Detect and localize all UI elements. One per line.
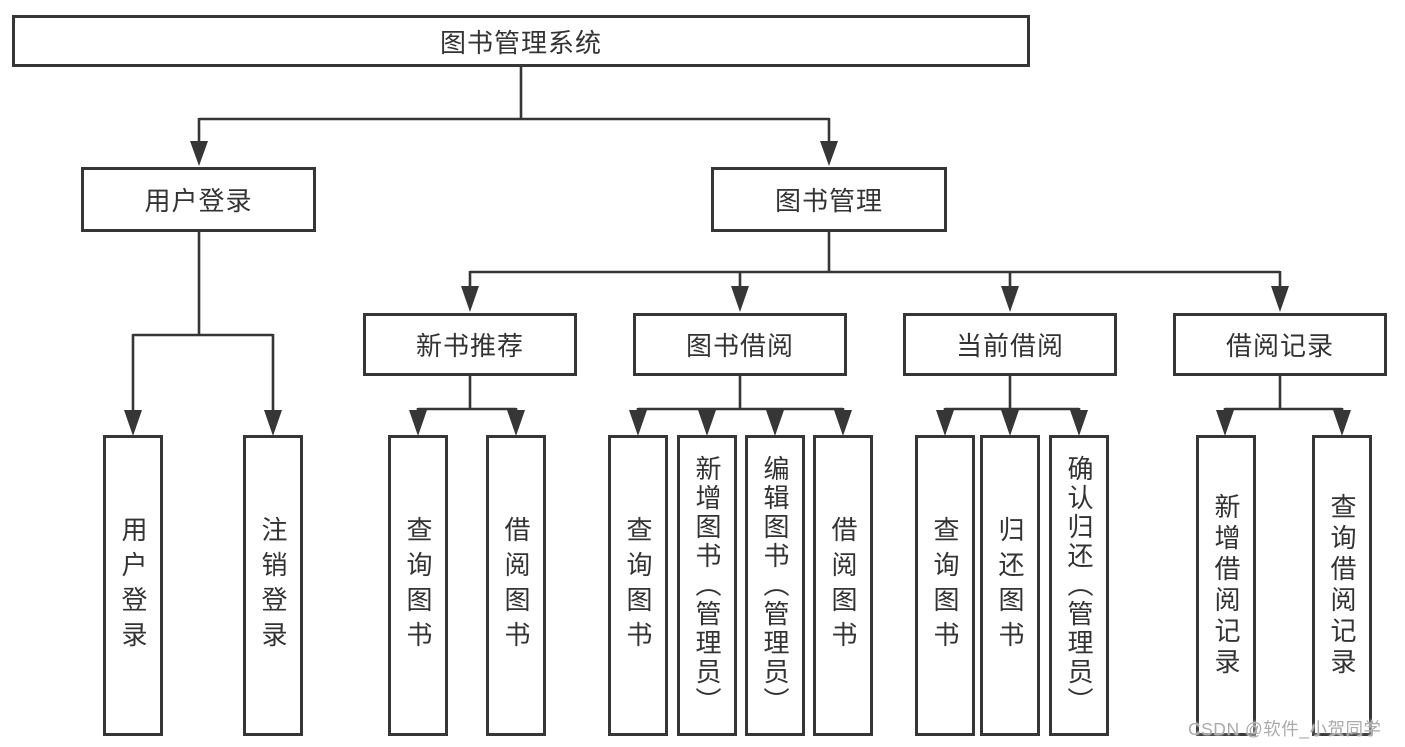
leaf-label: 查询图书 [403, 515, 433, 656]
node-current-borrowing: 当前借阅 [903, 313, 1117, 376]
leaf-add-borrow-record: 新增借阅记录 [1196, 435, 1256, 736]
leaf-query-borrow-record: 查询借阅记录 [1312, 435, 1372, 736]
connector-paths [131, 67, 1344, 413]
arrowheads [124, 141, 1351, 436]
leaf-label: 查询图书 [930, 515, 960, 656]
node-user-login: 用户登录 [81, 167, 316, 232]
leaf-add-book-admin: 新增图书（管理员） [677, 435, 737, 736]
leaf-label: 新增图书（管理员） [692, 455, 722, 716]
node-library-management-system: 图书管理系统 [12, 15, 1030, 67]
leaf-label: 查询图书 [623, 515, 653, 656]
leaf-query-books-recommend: 查询图书 [388, 435, 448, 736]
node-borrowing-records: 借阅记录 [1173, 313, 1387, 376]
node-book-borrowing: 图书借阅 [633, 313, 847, 376]
csdn-watermark: CSDN @软件_小贺同学 [1188, 719, 1382, 739]
leaf-borrow-books: 借阅图书 [813, 435, 873, 736]
leaf-logout: 注销登录 [243, 435, 303, 736]
leaf-edit-book-admin: 编辑图书（管理员） [745, 435, 805, 736]
leaf-label: 查询借阅记录 [1327, 492, 1357, 679]
leaf-label: 确认归还（管理员） [1064, 455, 1094, 716]
leaf-borrow-books-recommend: 借阅图书 [486, 435, 546, 736]
leaf-query-books-current: 查询图书 [915, 435, 975, 736]
leaf-label: 注销登录 [258, 515, 288, 656]
leaf-label: 编辑图书（管理员） [760, 455, 790, 716]
leaf-label: 归还图书 [995, 515, 1025, 656]
leaf-label: 借阅图书 [501, 515, 531, 656]
leaf-return-book: 归还图书 [980, 435, 1040, 736]
leaf-label: 借阅图书 [828, 515, 858, 656]
node-new-book-recommendation: 新书推荐 [363, 313, 577, 376]
leaf-query-books-borrow: 查询图书 [608, 435, 668, 736]
leaf-user-login: 用户登录 [103, 435, 163, 736]
leaf-confirm-return-admin: 确认归还（管理员） [1049, 435, 1109, 736]
node-book-management: 图书管理 [711, 167, 947, 232]
leaf-label: 用户登录 [118, 515, 148, 656]
leaf-label: 新增借阅记录 [1211, 492, 1241, 679]
